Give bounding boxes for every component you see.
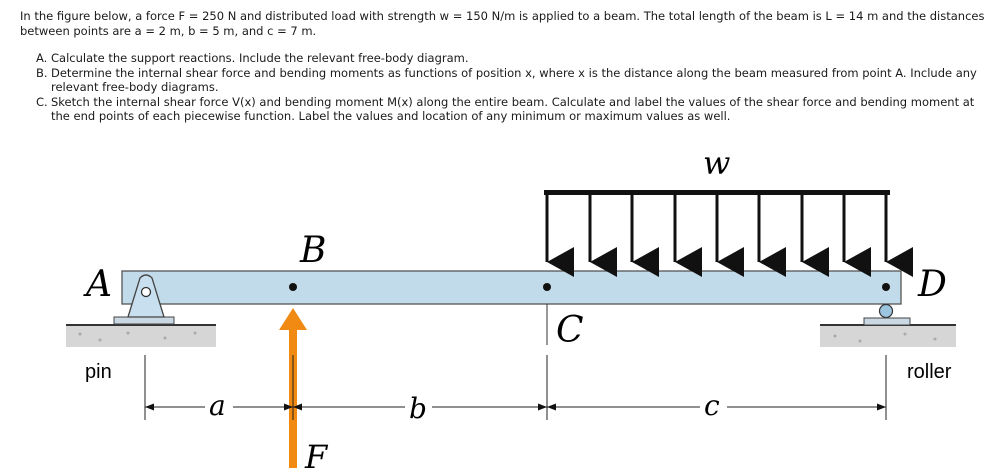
label-d: D: [917, 264, 947, 305]
label-roller: roller: [907, 361, 952, 383]
task-text: Calculate the support reactions. Include…: [51, 51, 469, 65]
problem-intro: In the figure below, a force F = 250 N a…: [20, 9, 985, 38]
task-letter: B.: [36, 66, 48, 80]
label-a: A: [83, 264, 112, 305]
distributed-load: [544, 190, 913, 277]
task-letter: C.: [36, 95, 48, 109]
point-d-dot: [882, 283, 890, 291]
pin-support: [113, 274, 175, 325]
dimension-lines: [144, 355, 887, 420]
task-c: C.Sketch the internal shear force V(x) a…: [36, 95, 991, 123]
point-b-dot: [289, 283, 297, 291]
dim-label-c: c: [704, 389, 720, 422]
task-list: A.Calculate the support reactions. Inclu…: [36, 51, 991, 124]
point-c-dot: [543, 283, 551, 291]
task-text: Sketch the internal shear force V(x) and…: [51, 95, 975, 123]
task-text: Determine the internal shear force and b…: [51, 66, 977, 94]
label-b: B: [299, 230, 326, 271]
dim-label-b: b: [409, 392, 427, 425]
dim-label-a: a: [209, 389, 226, 422]
task-a: A.Calculate the support reactions. Inclu…: [36, 51, 991, 65]
label-w: w: [703, 144, 730, 182]
ground-right: [820, 324, 956, 347]
roller-support: [863, 303, 911, 326]
beam: [121, 270, 902, 305]
label-f: F: [304, 438, 329, 468]
task-letter: A.: [36, 51, 48, 65]
ground-left: [66, 324, 216, 347]
label-pin: pin: [85, 361, 112, 383]
task-b: B.Determine the internal shear force and…: [36, 66, 991, 94]
label-c: C: [556, 310, 584, 351]
